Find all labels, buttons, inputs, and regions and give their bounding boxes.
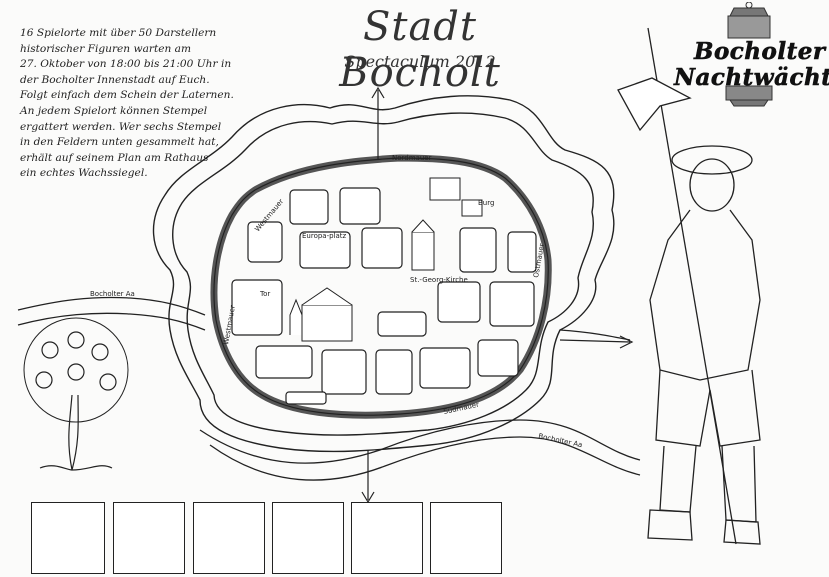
river bbox=[17, 296, 641, 481]
stamp-field[interactable] bbox=[31, 502, 105, 574]
castle-label: Burg bbox=[478, 199, 494, 207]
river-label-south: Bocholter Aa bbox=[538, 432, 584, 449]
intro-line: 27. Oktober von 18:00 bis 21:00 Uhr in bbox=[20, 58, 232, 71]
market-label: Europa-platz bbox=[302, 232, 347, 240]
intro-line: erhält auf seinem Plan am Rathaus bbox=[20, 151, 209, 164]
nachtwaechter-logo: Bocholter Nachtwächter bbox=[668, 2, 829, 108]
lantern-icon bbox=[725, 2, 773, 107]
page-title: Stadt Bocholt bbox=[339, 4, 501, 96]
stamp-field[interactable] bbox=[193, 502, 265, 574]
intro-text: 16 Spielorte mit über 50 Darstellern his… bbox=[20, 26, 234, 182]
night-watchman-illustration bbox=[617, 27, 761, 545]
intro-line: Folgt einfach dem Schein der Laternen. bbox=[20, 89, 234, 102]
river-label-west: Bocholter Aa bbox=[90, 290, 135, 298]
intro-line: ein echtes Wachssiegel. bbox=[20, 167, 148, 180]
tree-icon bbox=[23, 317, 129, 471]
intro-line: ergattert werden. Wer sechs Stempel bbox=[20, 120, 222, 133]
intro-line: in den Feldern unten gesammelt hat, bbox=[20, 136, 219, 149]
church-label: St.-Georg-Kirche bbox=[410, 276, 468, 284]
gate-label: Tor bbox=[259, 290, 270, 298]
town-wall bbox=[210, 154, 552, 419]
logo-line-2: Nachtwächter bbox=[674, 64, 829, 92]
page-subtitle: Spectaculum 2012 bbox=[344, 52, 496, 71]
stamp-field[interactable] bbox=[113, 502, 185, 574]
castle-icon bbox=[429, 177, 483, 217]
church-icon bbox=[289, 219, 435, 342]
city-blocks bbox=[231, 187, 537, 405]
stamp-field[interactable] bbox=[272, 502, 344, 574]
stamp-field[interactable] bbox=[351, 502, 423, 574]
wall-label-north: Nordmauer bbox=[392, 154, 432, 162]
moat bbox=[152, 95, 615, 453]
logo-line-1: Bocholter bbox=[694, 38, 826, 66]
intro-line: 16 Spielorte mit über 50 Darstellern bbox=[20, 27, 217, 39]
intro-line: historischer Figuren warten am bbox=[20, 42, 192, 55]
road-arrows bbox=[361, 86, 634, 504]
intro-line: An jedem Spielort können Stempel bbox=[20, 104, 208, 117]
stamp-field[interactable] bbox=[430, 502, 502, 574]
intro-line: der Bocholter Innenstadt auf Euch. bbox=[20, 73, 210, 86]
